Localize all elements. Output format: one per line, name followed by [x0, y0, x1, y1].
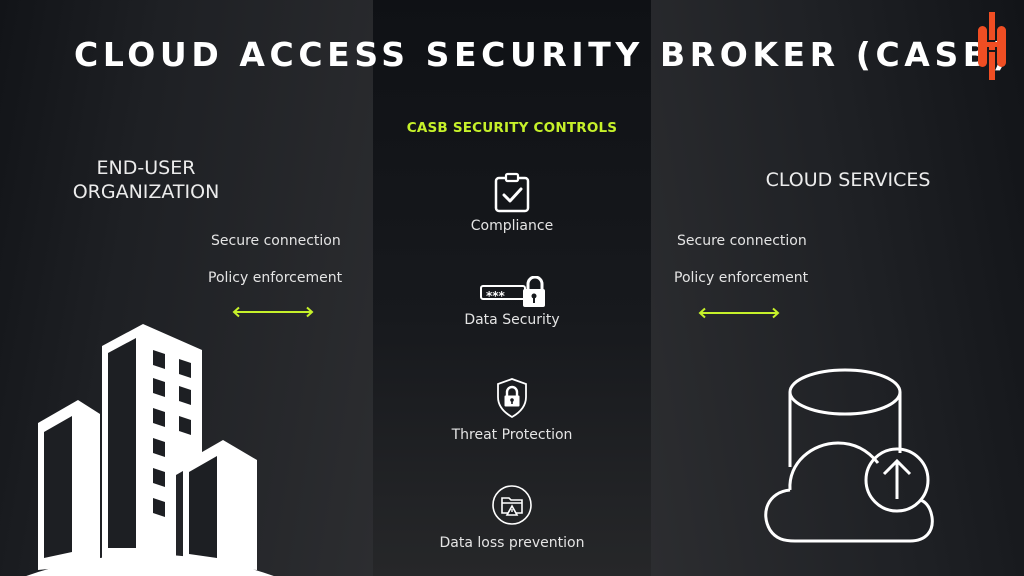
- svg-text:***: ***: [486, 289, 506, 303]
- folder-warning-icon: [492, 485, 532, 525]
- right-policy-enforcement-label: Policy enforcement: [674, 270, 809, 286]
- control-label: Data Security: [464, 312, 560, 328]
- cloud-services-heading: CLOUD SERVICES: [765, 169, 931, 191]
- password-lock-icon: ***: [480, 276, 545, 307]
- brand-logo-icon: [978, 12, 1006, 80]
- left-policy-enforcement-label: Policy enforcement: [208, 270, 343, 286]
- right-bidirectional-arrow-icon: [698, 307, 780, 319]
- cloud-services-panel: [651, 0, 1024, 576]
- left-bidirectional-arrow-icon: [232, 306, 314, 318]
- control-label: Threat Protection: [451, 427, 573, 443]
- left-secure-connection-label: Secure connection: [211, 233, 341, 249]
- end-user-heading-line2: ORGANIZATION: [72, 181, 220, 203]
- controls-heading: CASB SECURITY CONTROLS: [406, 120, 618, 136]
- control-compliance: Compliance: [373, 172, 651, 234]
- control-threat-protection: Threat Protection: [373, 377, 651, 443]
- clipboard-check-icon: [494, 172, 530, 213]
- cloud-database-upload-icon: [764, 368, 934, 543]
- control-data-security: *** Data Security: [373, 276, 651, 328]
- control-data-loss-prevention: Data loss prevention: [373, 484, 651, 551]
- office-buildings-icon: [26, 324, 274, 576]
- control-label: Data loss prevention: [439, 535, 585, 551]
- slide-title: CLOUD ACCESS SECURITY BROKER (CASB): [74, 35, 1013, 74]
- shield-lock-icon: [497, 378, 527, 419]
- end-user-heading-line1: END-USER: [96, 157, 196, 179]
- end-user-heading: END-USER ORGANIZATION: [60, 156, 232, 204]
- right-secure-connection-label: Secure connection: [677, 233, 807, 249]
- controls-panel: [373, 0, 651, 576]
- control-label: Compliance: [470, 218, 554, 234]
